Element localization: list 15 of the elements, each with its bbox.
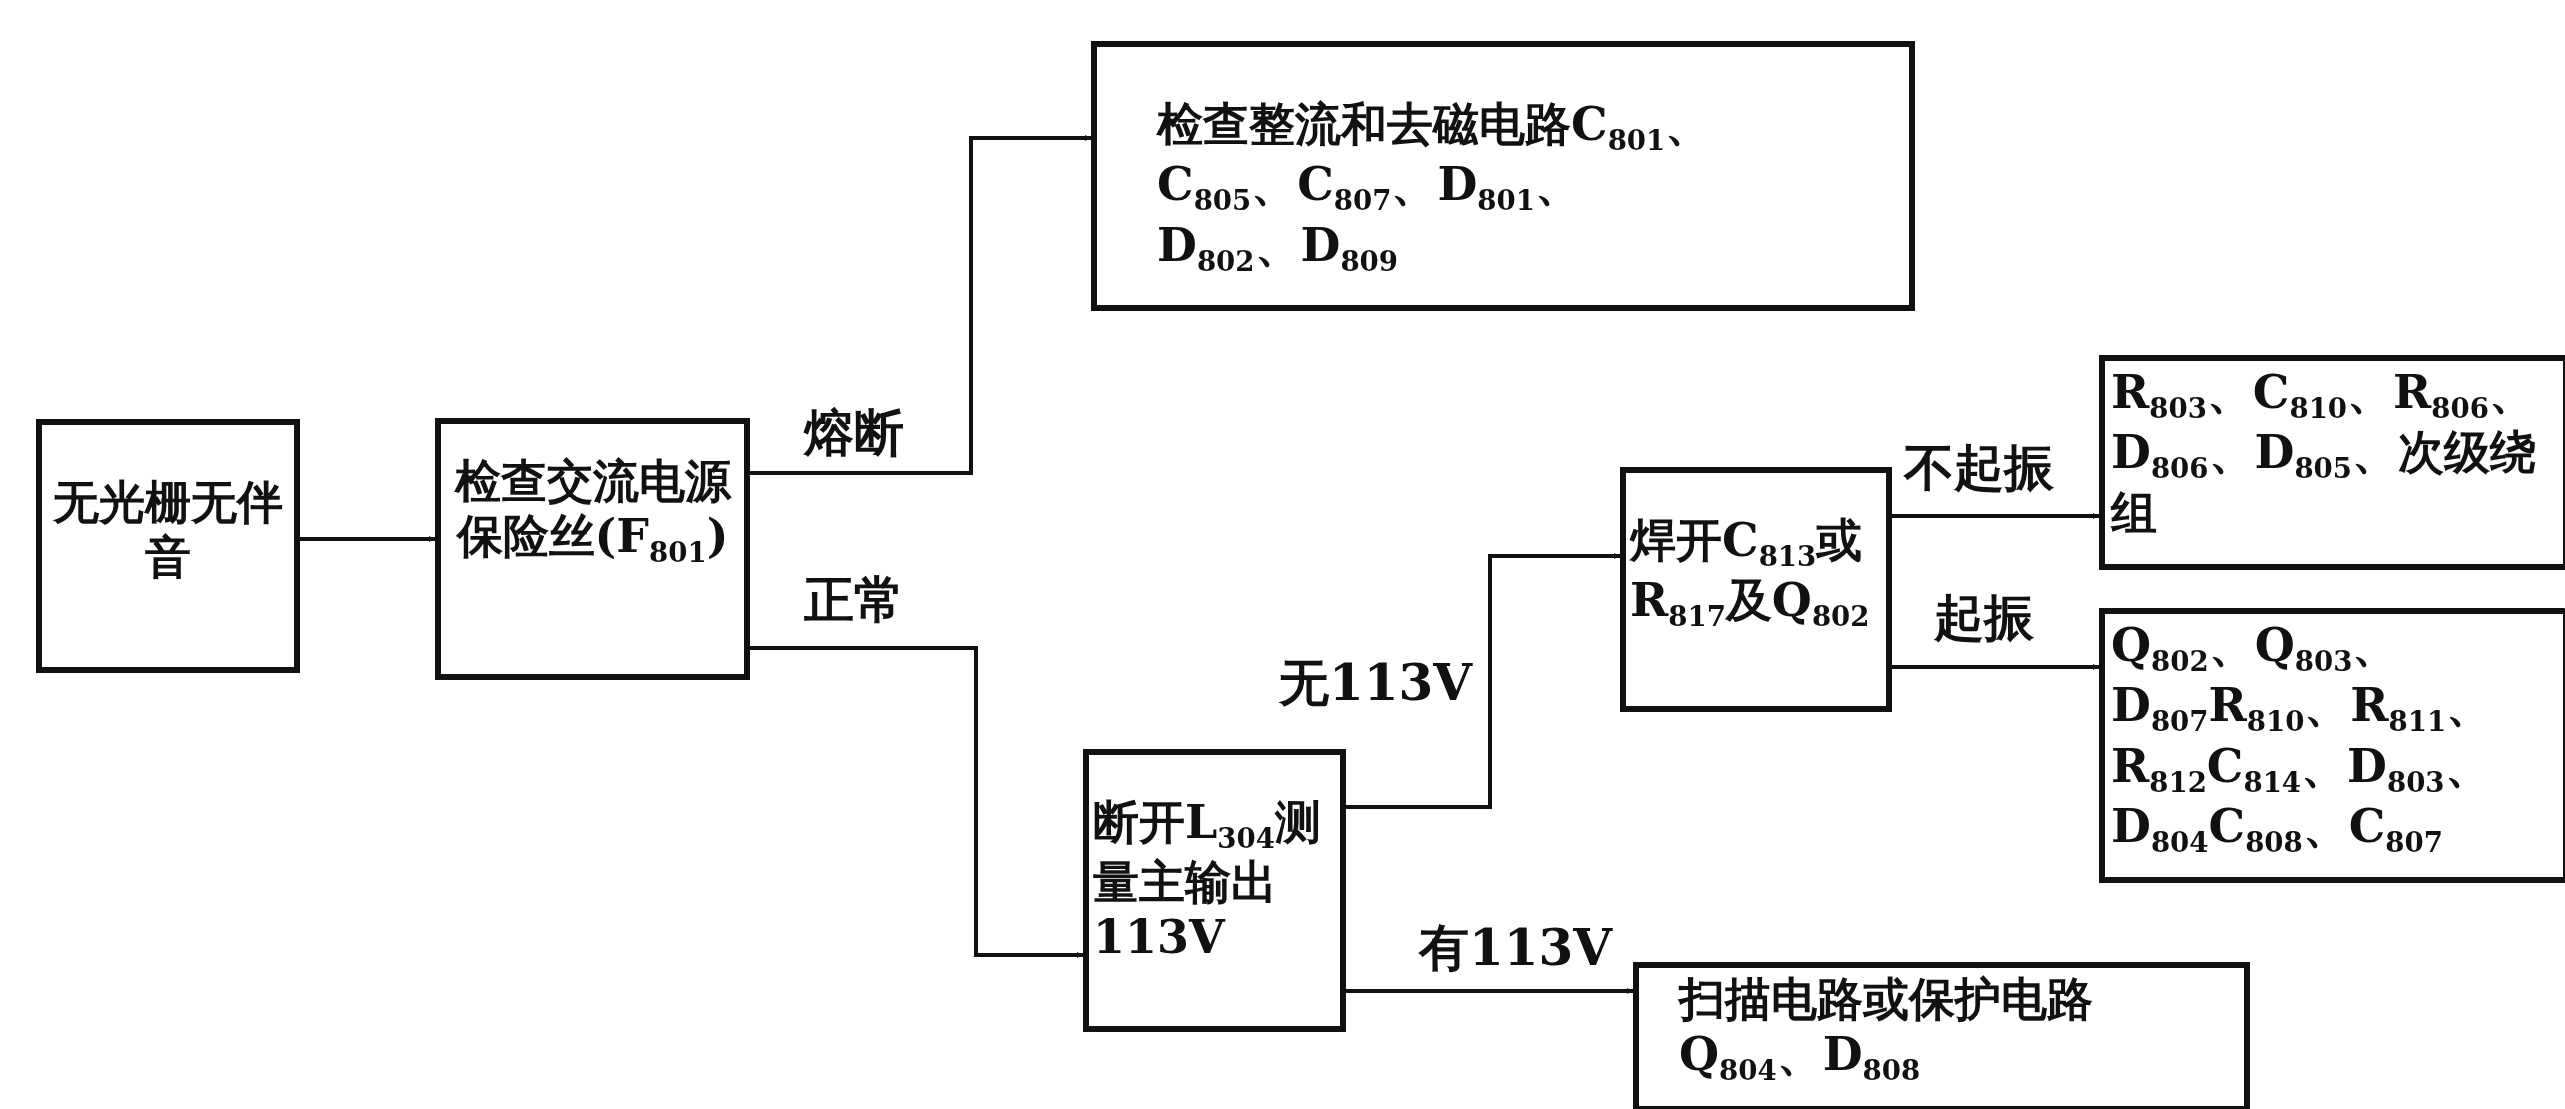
arrow	[1892, 513, 2099, 519]
arrow	[750, 135, 1091, 475]
process-box: 检查整流和去磁电路C$_{801}$、C$_{805}$、C$_{807}$、D$_{801}$、D$_{802}$、D$_{809}$	[1091, 41, 1915, 311]
process-box: 检查交流电源保险丝(F$_{801}$)	[435, 418, 750, 680]
process-box: 焊开C$_{813}$或R$_{817}$及Q$_{802}$	[1620, 467, 1892, 712]
process-box: R$_{803}$、C$_{810}$、R$_{806}$、D$_{806}$、D$_{805}$、次级绕组	[2099, 355, 2565, 570]
arrow	[1892, 664, 2099, 670]
arrow	[300, 536, 435, 542]
process-box: Q$_{802}$、Q$_{803}$、D$_{807}$R$_{810}$、R$_{811}$、R$_{812}$C$_{814}$、D$_{803}$、D$_{804}$C$_{808}$、C$_{807}$	[2099, 608, 2565, 883]
process-box: 扫描电路或保护电路Q$_{804}$、D$_{808}$	[1633, 962, 2250, 1109]
arrow	[1346, 988, 1633, 994]
arrow	[750, 646, 1083, 958]
process-box: 断开L$_{304}$测量主输出113V	[1083, 749, 1346, 1032]
arrow	[1346, 553, 1620, 809]
process-box: 无光栅无伴音	[36, 419, 300, 673]
